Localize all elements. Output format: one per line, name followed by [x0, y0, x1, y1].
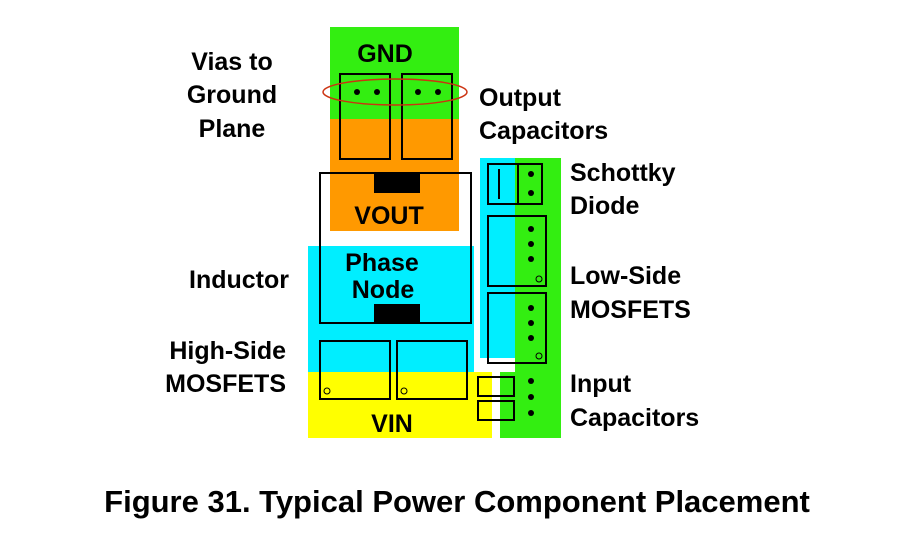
pin1-marker: [535, 352, 543, 360]
vin-area: [308, 372, 492, 438]
via-dot: [528, 410, 534, 416]
schottky-label-line2: Diode: [570, 192, 640, 220]
input-capacitor-1: [477, 376, 515, 397]
schottky-diode-pad: [517, 163, 543, 205]
high-side-label-line2: MOSFETS: [165, 370, 286, 398]
inductor-pad-top: [374, 173, 420, 193]
via-dot: [528, 256, 534, 262]
inductor-pad-bottom: [374, 304, 420, 323]
phase-node-strip: [480, 158, 515, 358]
via-dot: [528, 241, 534, 247]
high-side-mosfet-2: [396, 340, 468, 400]
low-side-mosfet-1: [487, 215, 547, 287]
output-caps-label-line2: Capacitors: [479, 117, 608, 145]
low-side-mosfet-2: [487, 292, 547, 364]
via-dot: [528, 378, 534, 384]
gnd-label: GND: [357, 40, 413, 68]
phase-node-label-line1: Phase: [345, 249, 419, 277]
pin1-marker: [535, 275, 543, 283]
via-dot: [528, 226, 534, 232]
high-side-label-line1: High-Side: [169, 337, 286, 365]
figure-caption: Figure 31. Typical Power Component Place…: [104, 484, 810, 519]
schottky-label-line1: Schottky: [570, 159, 676, 187]
via-dot: [374, 89, 380, 95]
output-caps-label-line1: Output: [479, 84, 562, 112]
pin1-marker: [400, 387, 408, 395]
vout-label: VOUT: [354, 202, 423, 230]
via-dot: [528, 394, 534, 400]
input-caps-label-line1: Input: [570, 370, 632, 398]
input-caps-label-line2: Capacitors: [570, 404, 699, 432]
vias-label-line3: Plane: [199, 115, 266, 143]
via-dot: [435, 89, 441, 95]
output-capacitor-1: [339, 73, 391, 160]
via-dot: [415, 89, 421, 95]
vias-label-line1: Vias to: [191, 48, 273, 76]
via-dot: [528, 335, 534, 341]
via-dot: [528, 171, 534, 177]
phase-node-label-line2: Node: [352, 276, 415, 304]
low-side-label-line2: MOSFETS: [570, 296, 691, 324]
high-side-mosfet-1: [319, 340, 391, 400]
vin-label: VIN: [371, 410, 413, 438]
inductor-label: Inductor: [189, 266, 289, 294]
via-dot: [528, 305, 534, 311]
input-capacitor-2: [477, 400, 515, 421]
via-highlight-ring: [322, 78, 468, 106]
pin1-marker: [323, 387, 331, 395]
output-capacitor-2: [401, 73, 453, 160]
via-dot: [528, 320, 534, 326]
via-dot: [354, 89, 360, 95]
low-side-label-line1: Low-Side: [570, 262, 681, 290]
vias-label-line2: Ground: [187, 81, 277, 109]
via-dot: [528, 190, 534, 196]
